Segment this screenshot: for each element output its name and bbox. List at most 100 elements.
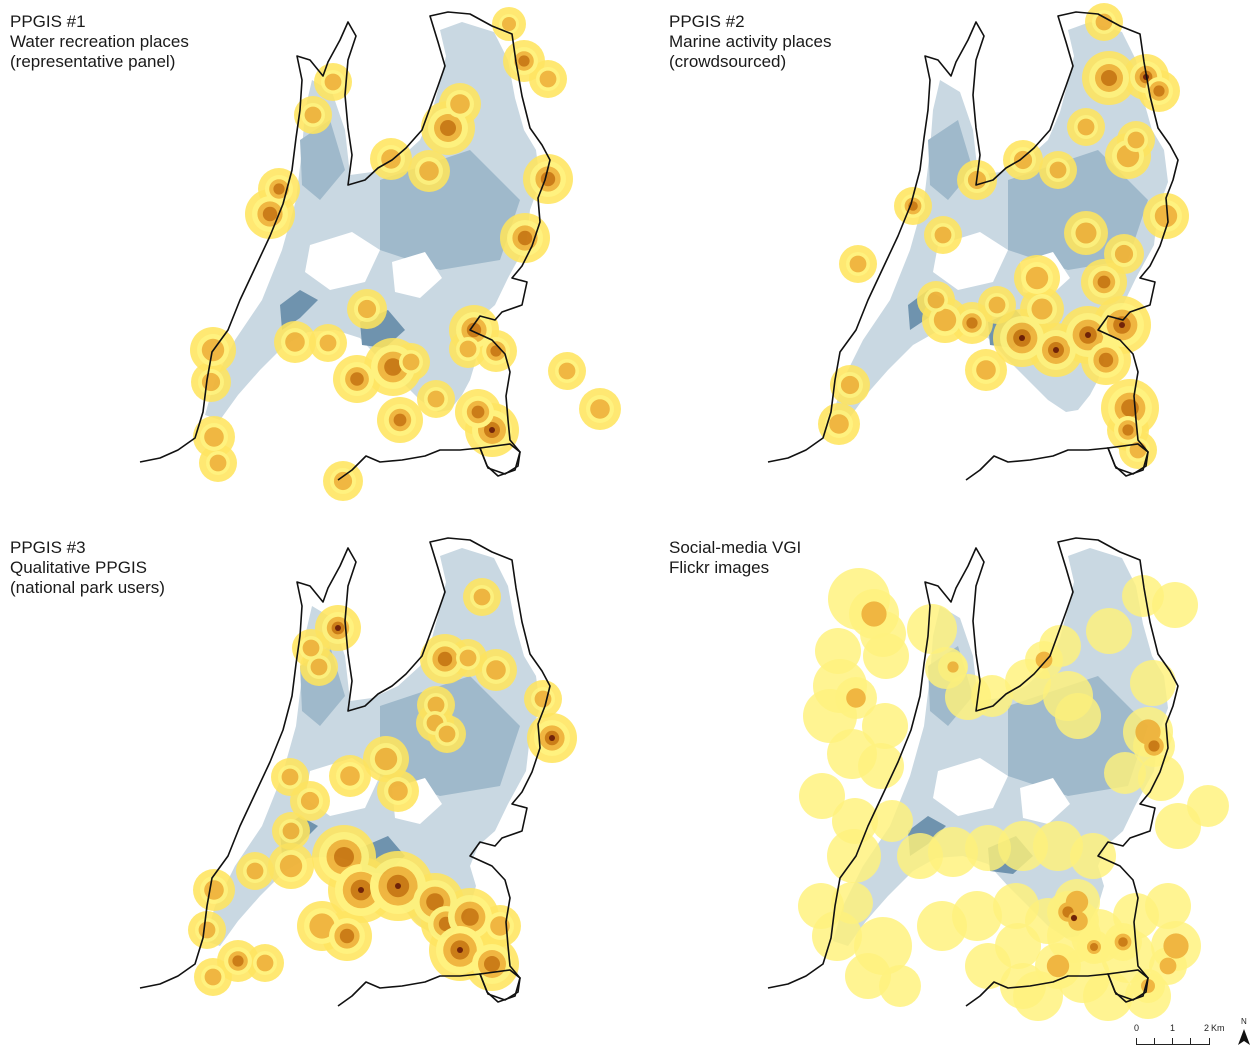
heat-spot [473,588,491,606]
scale-mark [1172,1038,1173,1044]
heat-spot [933,308,957,332]
heat-spot [947,661,959,673]
north-arrow: N [1236,1017,1252,1047]
heat-spot [402,353,420,371]
heat-spot [502,17,516,31]
heat-spot [1127,131,1145,149]
heat-spot [558,362,576,380]
shallow-area [933,758,1008,816]
boundary-loop [1106,443,1149,475]
heat-spot [457,947,463,953]
heat-halo [1145,883,1191,929]
heat-halo [1070,833,1116,879]
heat-spot [1114,244,1134,264]
panel-title-line-1: PPGIS #3 [10,538,86,557]
park-boundary [139,537,551,1007]
heat-spot [1031,298,1053,320]
panel-title-line-2: Marine activity places [669,32,832,51]
heat-halo [1187,785,1229,827]
heat-spot [549,735,555,741]
heat-spot [319,334,337,352]
heat-halo [998,821,1048,871]
heat-halo [1152,582,1198,628]
heat-spot [461,908,479,926]
heat-halo [1086,608,1132,654]
heat-spot [204,968,222,986]
heat-spot [1019,335,1025,341]
heat-halo [971,675,1013,717]
heat-spot [590,399,610,419]
heat-spot [1013,150,1033,170]
heat-spot [204,427,224,447]
heat-spot [976,360,996,380]
heat-spot [1122,424,1134,436]
heat-spot [437,651,453,667]
heat-halo [1055,693,1101,739]
park-boundary [767,537,1179,1007]
heat-spot [1025,266,1049,290]
park-boundary [767,11,1179,481]
heat-halo [863,633,909,679]
scale-line [1136,1038,1210,1045]
heat-spot [384,358,402,376]
heat-spot [1090,943,1098,951]
heat-spot [282,822,300,840]
scale-mark [1154,1038,1155,1044]
heat-spot [426,893,444,911]
panel-title-qualitative-ppgis: PPGIS #3 Qualitative PPGIS (national par… [10,538,165,598]
heat-spot [490,345,502,357]
heat-spot [310,658,328,676]
heat-spot [1046,954,1070,978]
heat-halo [1130,660,1176,706]
heat-spot [285,332,305,352]
heat-halo [879,965,921,1007]
boundary-loop [478,443,521,475]
heat-spot [486,660,506,680]
heat-spot [1071,915,1077,921]
map-panel-water-recreation: PPGIS #1 Water recreation places (repres… [0,0,628,515]
heat-halo [1138,755,1184,801]
heat-spot [309,913,335,939]
panel-title-water-recreation: PPGIS #1 Water recreation places (repres… [10,12,189,72]
scale-bar: 0 1 2 Km [1130,1020,1225,1050]
heat-halo [827,829,881,883]
panel-title-line-3: (national park users) [10,578,165,597]
heat-halo [812,911,862,961]
heat-spot [333,471,353,491]
scale-unit: Km [1211,1023,1225,1033]
boundary-loop [478,969,521,1001]
heat-spot [846,688,866,708]
panel-title-line-2: Flickr images [669,558,770,577]
park-boundary [139,11,551,481]
heat-spot [209,454,227,472]
heat-spot [1101,70,1117,86]
heat-spot [358,887,364,893]
heat-spot [934,226,952,244]
heat-spot [427,696,445,714]
heat-spot [1049,161,1067,179]
heat-spot [304,106,322,124]
heat-spot [1118,937,1128,947]
map-panel-marine-activity: PPGIS #2 Marine activity places (crowdso… [628,0,1257,515]
heat-spot [1163,933,1189,959]
map-p3 [139,537,577,1007]
heat-spot [273,183,285,195]
heat-spot [1153,85,1165,97]
heat-halo [1104,752,1146,794]
heat-spot [1154,204,1178,228]
panel-title-line-1: PPGIS #2 [669,12,745,31]
heat-spot [279,854,303,878]
heat-spot [204,880,224,900]
heat-spot [350,372,364,386]
heat-halo [965,825,1011,871]
heat-spot [517,230,533,246]
heat-spot [459,340,477,358]
heat-spot [1085,332,1091,338]
heat-spot [1098,352,1114,368]
heat-spot [450,94,470,114]
scale-tick-0: 0 [1134,1023,1140,1033]
heat-halo [862,703,908,749]
heat-spot [490,916,510,936]
scale-mark [1190,1038,1191,1044]
heat-spot [988,296,1006,314]
